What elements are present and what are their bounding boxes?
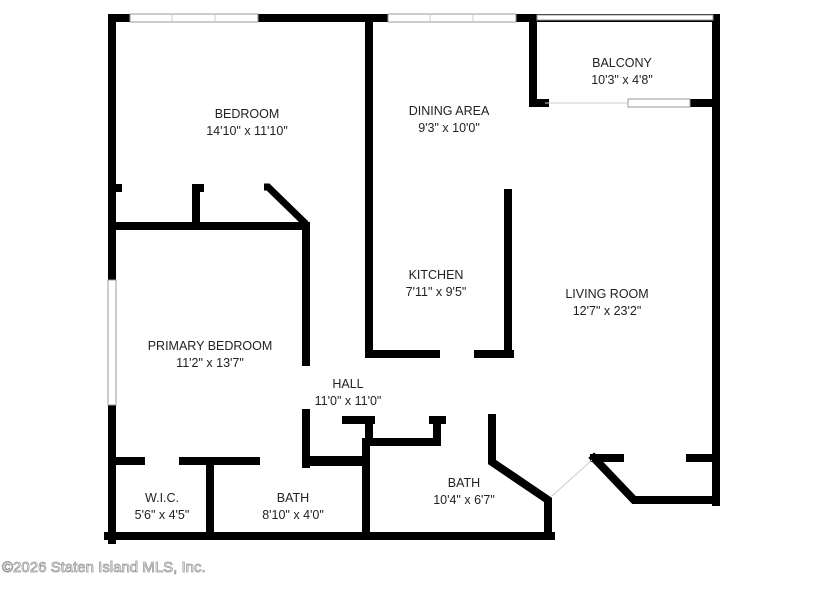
watermark: ©2026 Staten Island MLS, Inc.	[2, 559, 206, 576]
room-size-dining: 9'3" x 10'0"	[418, 121, 480, 135]
room-name-living: LIVING ROOM	[565, 287, 648, 301]
room-size-kitchen: 7'11" x 9'5"	[406, 285, 467, 299]
room-name-bedroom: BEDROOM	[215, 107, 280, 121]
walls	[104, 14, 720, 544]
room-name-bath-2: BATH	[448, 476, 480, 490]
room-size-bath-1: 8'10" x 4'0"	[262, 508, 324, 522]
room-labels: BEDROOM 14'10" x 11'10" DINING AREA 9'3"…	[135, 56, 653, 522]
room-size-bath-2: 10'4" x 6'7"	[433, 493, 495, 507]
windows	[107, 13, 714, 497]
room-size-hall: 11'0" x 11'0"	[315, 394, 382, 408]
room-name-kitchen: KITCHEN	[409, 268, 464, 282]
room-size-primary-bedroom: 11'2" x 13'7"	[176, 356, 244, 370]
room-size-balcony: 10'3" x 4'8"	[591, 73, 653, 87]
room-name-wic: W.I.C.	[145, 491, 179, 505]
room-name-primary-bedroom: PRIMARY BEDROOM	[148, 339, 273, 353]
room-size-bedroom: 14'10" x 11'10"	[206, 124, 288, 138]
room-name-hall: HALL	[332, 377, 363, 391]
room-size-living: 12'7" x 23'2"	[573, 304, 642, 318]
room-name-dining: DINING AREA	[409, 104, 490, 118]
room-name-bath-1: BATH	[277, 491, 309, 505]
room-size-wic: 5'6" x 4'5"	[135, 508, 190, 522]
room-name-balcony: BALCONY	[592, 56, 652, 70]
